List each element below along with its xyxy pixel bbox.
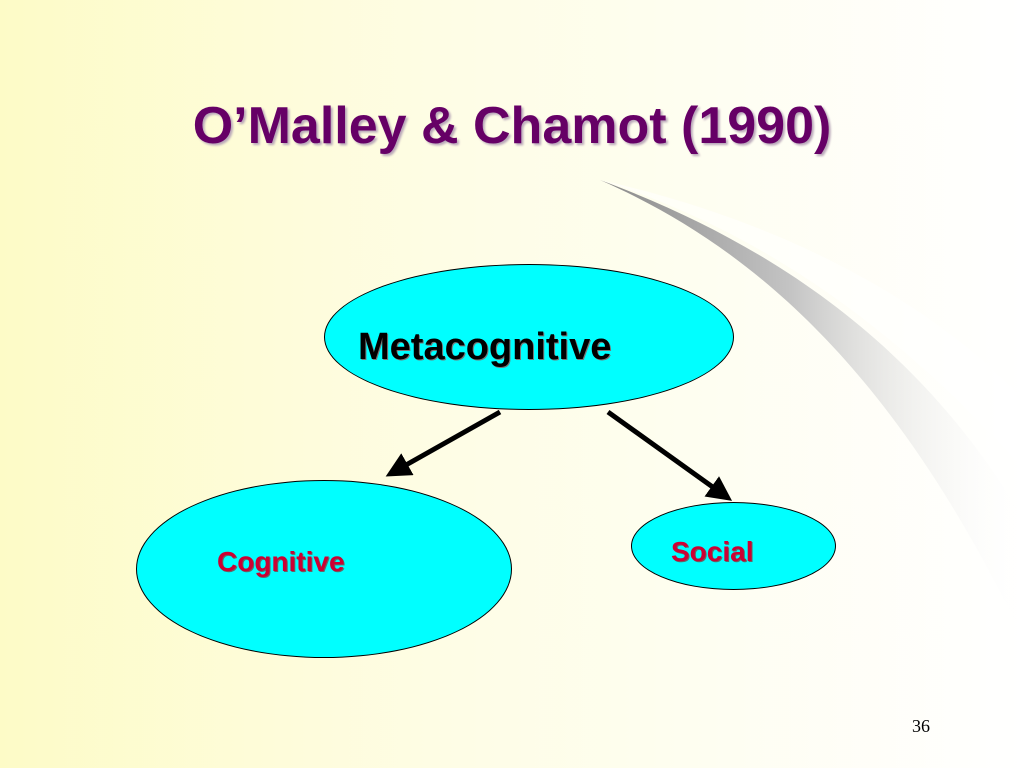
slide-number: 36: [912, 716, 930, 736]
node-metacognitive: [324, 264, 734, 410]
node-cognitive-label: Cognitive: [217, 546, 345, 577]
node-social-label: Social: [671, 536, 754, 567]
slide-title: O’Malley & Chamot (1990): [192, 97, 832, 155]
arrow-metacognitive-to-cognitive: [385, 409, 502, 477]
node-social: [631, 502, 836, 590]
arrow-metacognitive-to-social: [606, 409, 733, 501]
node-metacognitive-label: Metacognitive: [358, 326, 612, 368]
node-cognitive: [136, 480, 512, 658]
